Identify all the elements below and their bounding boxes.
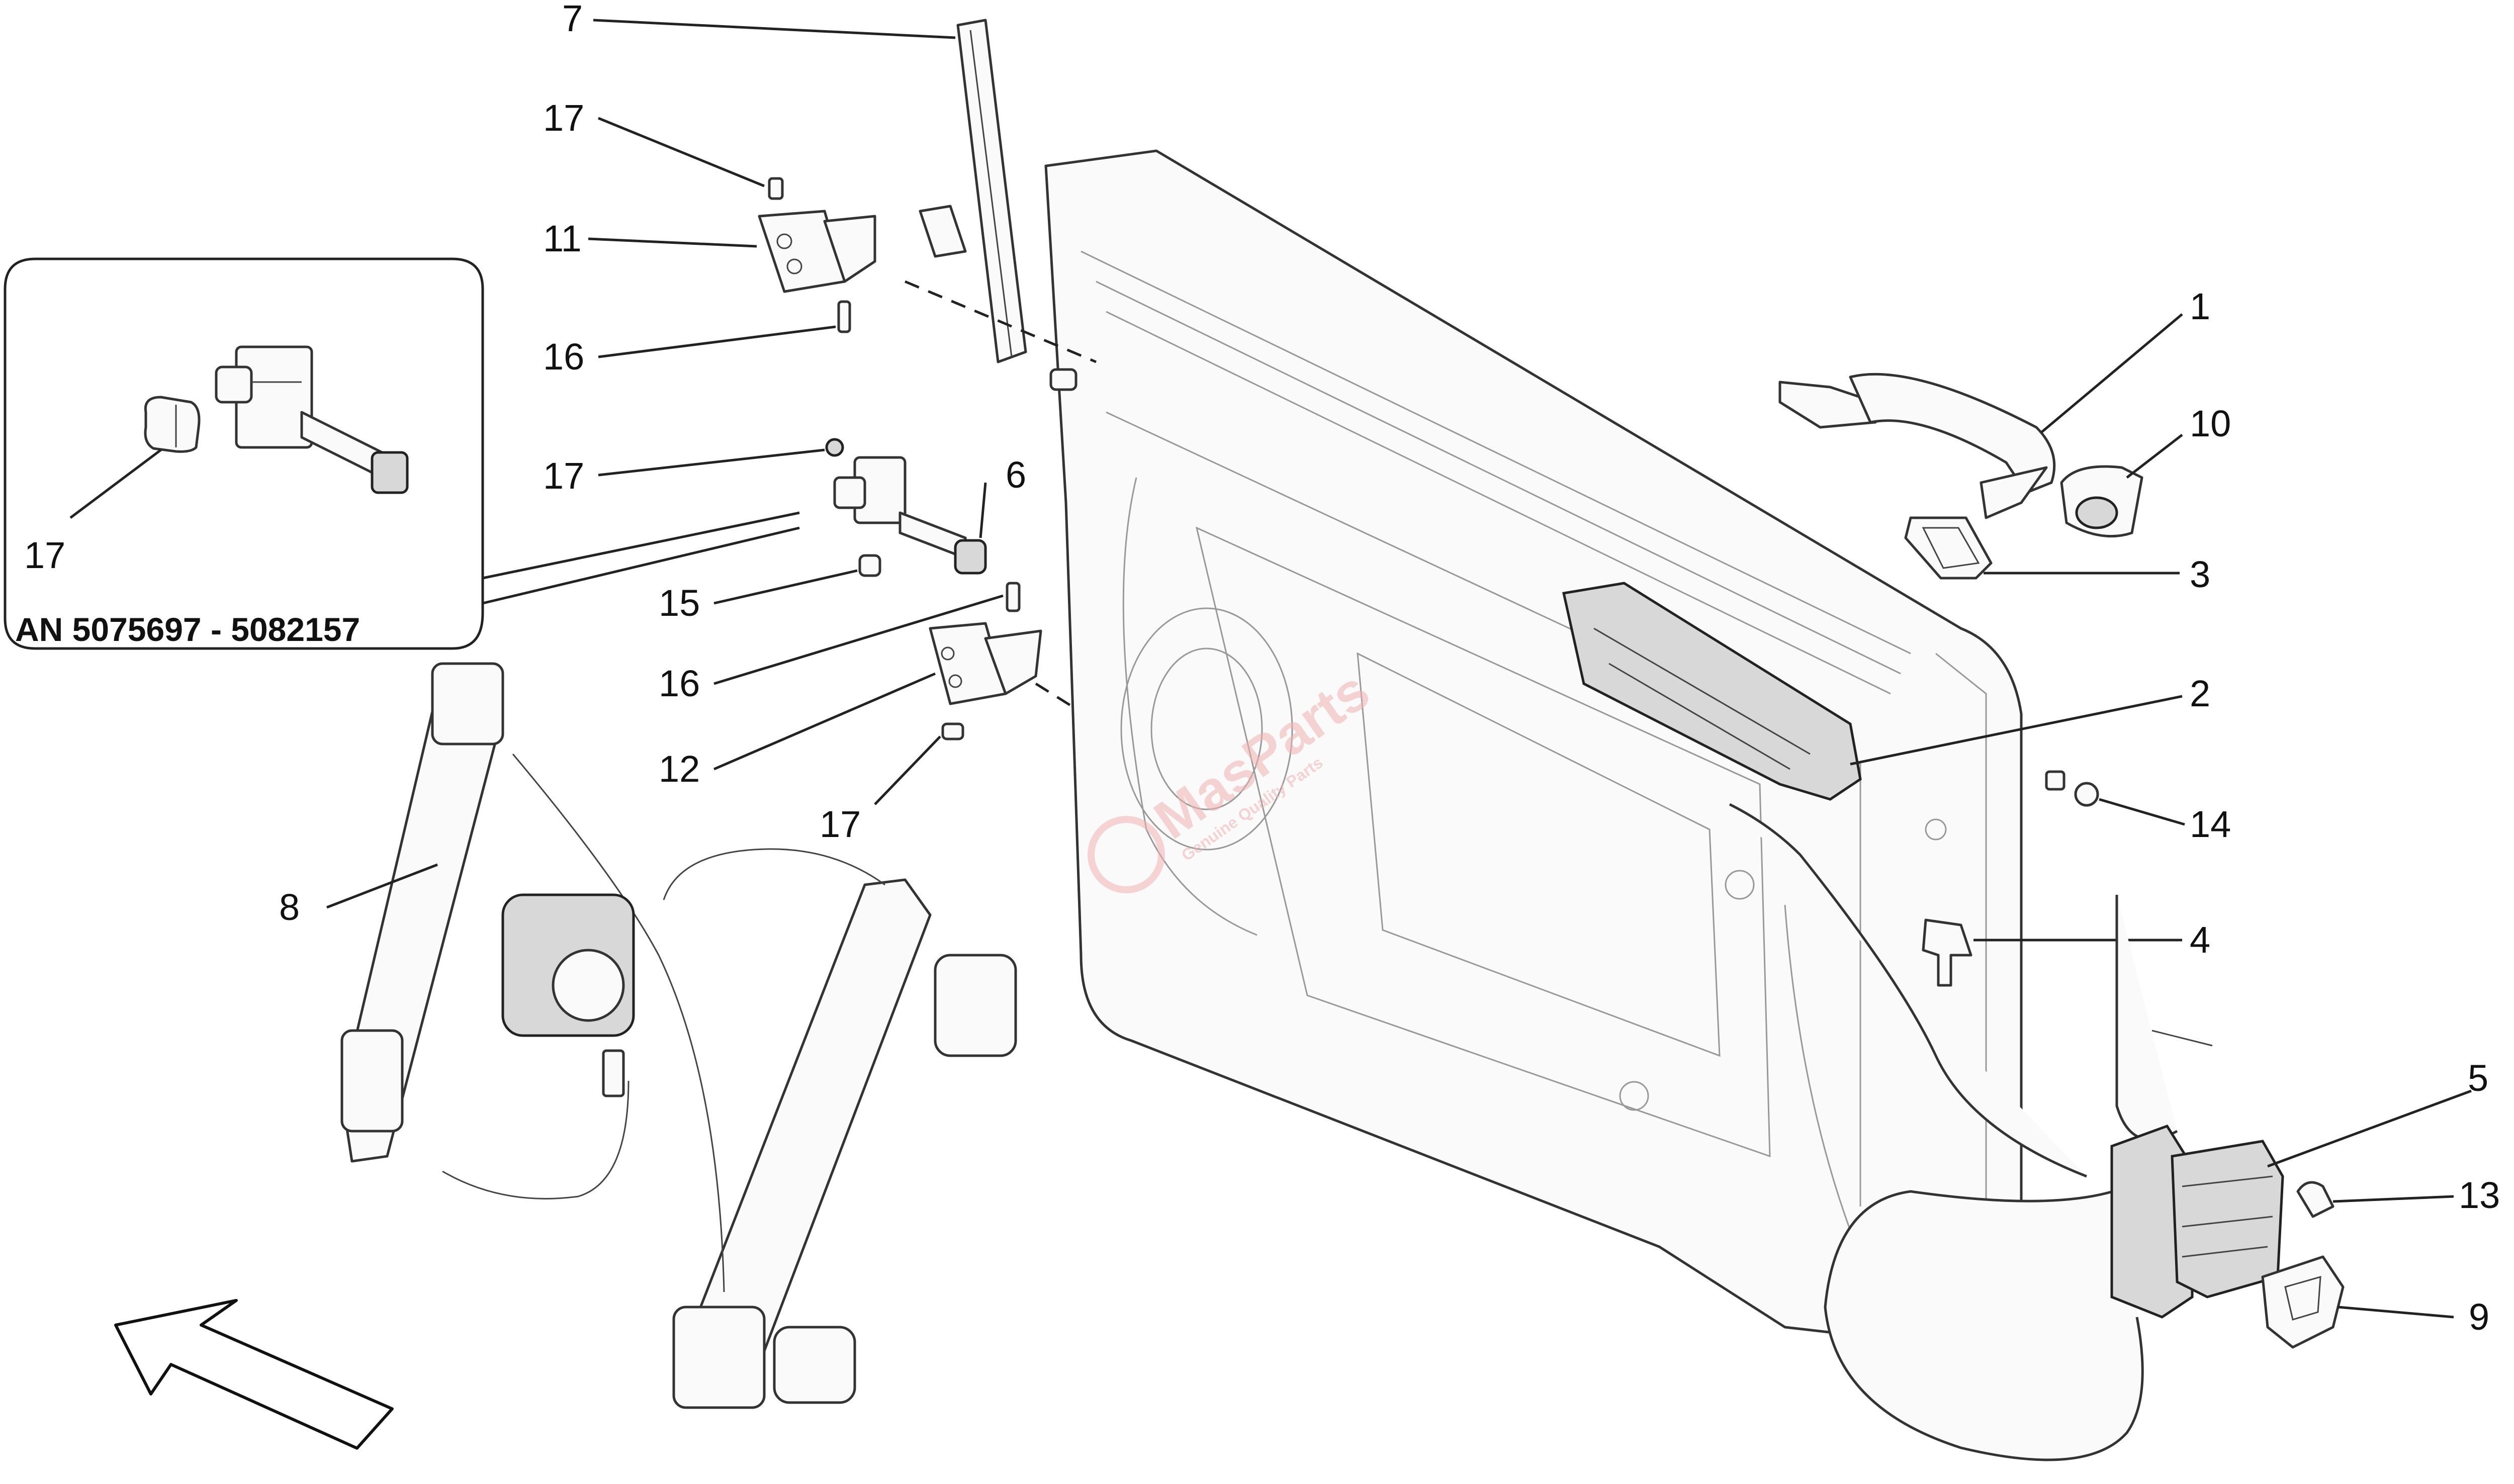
handle-carrier-bracket-part bbox=[1562, 582, 1862, 801]
leader-8 bbox=[326, 863, 438, 909]
callout-3: 3 bbox=[2190, 553, 2210, 595]
hinge-bolt-lower-part bbox=[837, 300, 851, 333]
callout-12: 12 bbox=[659, 748, 700, 790]
lower-hinge-bolt-part bbox=[1006, 582, 1021, 612]
callout-15: 15 bbox=[659, 582, 700, 624]
callout-8: 8 bbox=[279, 886, 300, 928]
window-regulator-part bbox=[340, 662, 1017, 1409]
callout-13: 13 bbox=[2459, 1174, 2500, 1216]
lower-hinge-part bbox=[929, 622, 1042, 705]
hinge-bolt-upper-part bbox=[768, 177, 784, 200]
leader-19 bbox=[598, 448, 825, 477]
leader-14 bbox=[2099, 798, 2185, 826]
front-direction-arrow-icon bbox=[114, 1298, 394, 1450]
release-cable-part bbox=[1729, 803, 2213, 1461]
leader-6 bbox=[979, 482, 987, 538]
callout-5: 5 bbox=[2468, 1057, 2488, 1099]
door-inner-panel-part bbox=[1044, 149, 2023, 1349]
callout-7: 7 bbox=[562, 0, 583, 39]
variant-inset: 17 AN 5075697 - 5082157 bbox=[4, 257, 800, 650]
leader-1 bbox=[2040, 313, 2183, 433]
callout-16-lower: 16 bbox=[659, 663, 700, 704]
leader-17-lower bbox=[874, 735, 941, 805]
carrier-screw-washer-part bbox=[2045, 770, 2099, 807]
leader-15 bbox=[713, 569, 858, 605]
leader-13 bbox=[2332, 1195, 2454, 1203]
leader-5 bbox=[2267, 1089, 2472, 1168]
callout-11: 11 bbox=[543, 218, 582, 259]
callout-6: 6 bbox=[1006, 454, 1026, 496]
callout-1: 1 bbox=[2190, 286, 2210, 327]
door-lock-actuator-part bbox=[2110, 1124, 2284, 1319]
callout-18: 17 bbox=[24, 534, 65, 576]
check-bolt-small-part bbox=[825, 438, 844, 457]
leader-10 bbox=[2126, 434, 2183, 479]
callout-17-upper: 17 bbox=[543, 97, 584, 139]
callout-9: 9 bbox=[2469, 1296, 2489, 1338]
leader-11 bbox=[588, 237, 757, 248]
leader-2 bbox=[1850, 695, 2183, 766]
handle-end-cap-part bbox=[2060, 465, 2143, 538]
callout-16-upper: 16 bbox=[543, 336, 584, 378]
leader-12 bbox=[713, 672, 936, 771]
rubber-bumper-cap-part bbox=[144, 396, 201, 453]
callout-14: 14 bbox=[2190, 803, 2231, 845]
check-nut-part bbox=[858, 554, 881, 577]
door-check-inset-part bbox=[215, 345, 409, 494]
callout-10: 10 bbox=[2190, 403, 2231, 444]
lock-screw-part bbox=[2296, 1181, 2335, 1218]
leader-16-upper bbox=[598, 325, 836, 358]
leader-16-lower bbox=[713, 594, 1004, 685]
callout-2: 2 bbox=[2190, 673, 2210, 714]
inset-pointer-line-b bbox=[482, 526, 800, 605]
hinge-axis-line bbox=[905, 280, 1097, 363]
cable-clip-part bbox=[1922, 918, 1972, 987]
callout-17-lower: 17 bbox=[820, 803, 861, 845]
upper-hinge-part bbox=[758, 205, 967, 293]
lower-hinge-axis-line bbox=[1035, 682, 1077, 710]
door-striker-plate-part bbox=[2261, 1255, 2345, 1349]
lower-hinge-screw-part bbox=[941, 722, 964, 740]
leader-17-upper bbox=[598, 117, 765, 188]
leader-9 bbox=[2338, 1306, 2454, 1319]
leader-18 bbox=[69, 449, 162, 519]
handle-gasket-part bbox=[1904, 516, 1993, 580]
callout-19: 17 bbox=[543, 455, 584, 497]
door-check-strap-part bbox=[833, 456, 987, 575]
callout-4: 4 bbox=[2190, 919, 2210, 961]
leader-7 bbox=[593, 19, 956, 39]
variant-serial-range-label: AN 5075697 - 5082157 bbox=[15, 611, 360, 648]
outer-door-handle-part bbox=[1778, 373, 2056, 519]
door-bolt-part bbox=[1049, 368, 1078, 391]
window-guide-channel-part bbox=[956, 19, 1027, 363]
inset-pointer-line-a bbox=[482, 511, 800, 580]
